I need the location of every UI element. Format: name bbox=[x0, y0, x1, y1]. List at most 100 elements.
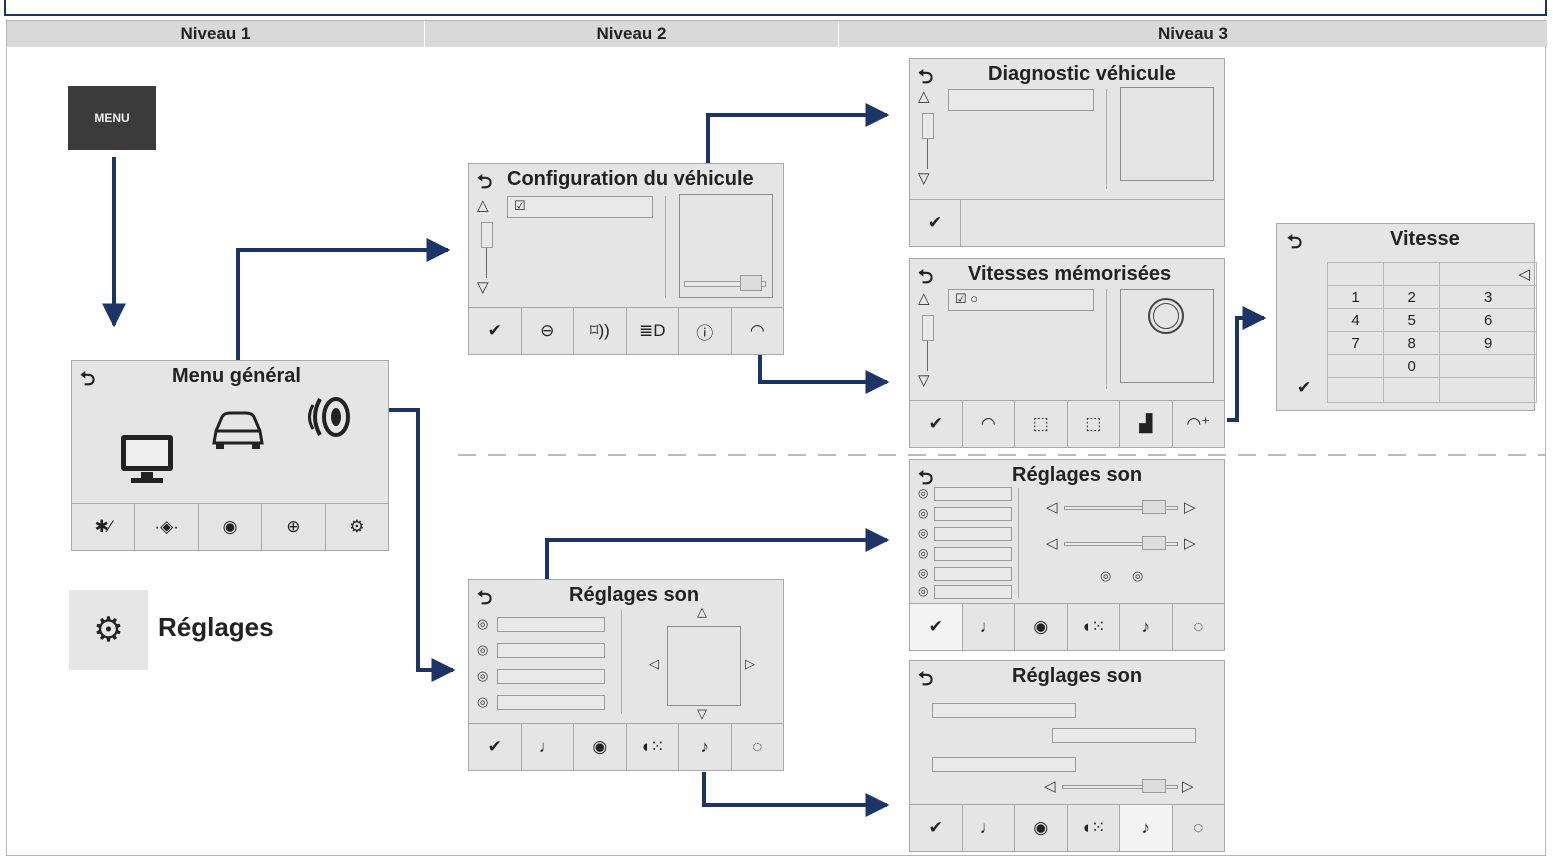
surround-icon[interactable]: ◖⁙ bbox=[1068, 805, 1120, 851]
checkmark-icon[interactable]: ✔ bbox=[910, 604, 963, 650]
list-item[interactable] bbox=[934, 547, 1012, 561]
scroll-thumb[interactable] bbox=[922, 315, 934, 341]
radio-icon[interactable]: ◉ bbox=[199, 504, 263, 550]
balance-up-icon[interactable]: △ bbox=[697, 604, 707, 619]
list-item[interactable] bbox=[934, 585, 1012, 599]
list-item[interactable] bbox=[497, 695, 605, 710]
slider-thumb[interactable] bbox=[1142, 779, 1166, 793]
steering-wheel-icon[interactable]: ⊖ bbox=[522, 308, 574, 354]
speedometer-icon[interactable]: ◠ bbox=[963, 401, 1015, 447]
scroll-up-icon[interactable]: △ bbox=[477, 197, 489, 214]
list-item[interactable] bbox=[934, 567, 1012, 581]
checkmark-icon[interactable]: ✔ bbox=[469, 724, 522, 770]
slider-right-icon[interactable]: ▷ bbox=[1184, 499, 1196, 516]
balance-down-icon[interactable]: ▽ bbox=[697, 706, 707, 721]
back-arrow-icon[interactable]: ⮌ bbox=[477, 172, 493, 193]
ambiance-saxophone-icon[interactable]: ♩ bbox=[522, 724, 574, 770]
web-globe-icon[interactable]: ⊕ bbox=[262, 504, 326, 550]
slider-track[interactable] bbox=[684, 281, 766, 287]
back-arrow-icon[interactable]: ⮌ bbox=[1287, 232, 1303, 253]
keypad-key[interactable]: 7 bbox=[1326, 331, 1385, 355]
checkmark-icon[interactable]: ✔ bbox=[469, 308, 522, 354]
keypad-key[interactable]: 8 bbox=[1383, 331, 1441, 355]
keypad-cell[interactable] bbox=[1326, 354, 1385, 378]
back-arrow-icon[interactable]: ⮌ bbox=[918, 669, 934, 690]
music-device-icon[interactable]: ♪ bbox=[679, 724, 732, 770]
keypad-key[interactable]: 1 bbox=[1326, 285, 1385, 309]
balance-right-icon[interactable]: ▷ bbox=[745, 656, 755, 671]
voice-icon[interactable]: ◌ bbox=[1193, 617, 1204, 636]
slider-right-icon[interactable]: ▷ bbox=[1182, 778, 1194, 795]
scroll-down-icon[interactable]: ▽ bbox=[918, 170, 930, 187]
slider-right-icon[interactable]: ▷ bbox=[1184, 535, 1196, 552]
slider-thumb[interactable] bbox=[1142, 536, 1166, 550]
key-remote-icon[interactable]: ⌑)) bbox=[574, 308, 627, 354]
scroll-thumb[interactable] bbox=[481, 222, 493, 248]
ambiance-saxophone-icon[interactable]: ♩ bbox=[963, 805, 1015, 851]
voice-icon[interactable]: ◌ bbox=[752, 737, 763, 756]
speed-delete-icon[interactable]: ⬚ bbox=[1068, 401, 1120, 447]
balance-left-icon[interactable]: ◁ bbox=[649, 656, 659, 671]
keypad-key[interactable]: 3 bbox=[1439, 285, 1537, 309]
checkbox-icon[interactable]: ☑ bbox=[514, 198, 526, 213]
keypad-key[interactable]: 6 bbox=[1439, 308, 1537, 332]
ambiance-saxophone-icon[interactable]: ♩ bbox=[963, 604, 1015, 650]
slider-left-icon[interactable]: ◁ bbox=[1046, 535, 1058, 552]
slider-left-icon[interactable]: ◁ bbox=[1046, 499, 1058, 516]
back-arrow-icon[interactable]: ⮌ bbox=[918, 468, 934, 489]
list-item[interactable] bbox=[497, 617, 605, 632]
surround-icon[interactable]: ◖⁙ bbox=[1068, 604, 1120, 650]
keypad-key[interactable]: 0 bbox=[1383, 354, 1441, 378]
back-arrow-icon[interactable]: ⮌ bbox=[477, 588, 493, 609]
loudness-icon[interactable]: ◉ bbox=[574, 724, 627, 770]
keypad-key[interactable]: 2 bbox=[1383, 285, 1441, 309]
keypad-key[interactable]: 5 bbox=[1383, 308, 1441, 332]
speedometer-add-icon[interactable]: ◠⁺ bbox=[1186, 414, 1211, 433]
headlight-icon[interactable]: ≣D bbox=[627, 308, 679, 354]
back-arrow-icon[interactable]: ⮌ bbox=[918, 67, 934, 88]
back-arrow-icon[interactable]: ⮌ bbox=[80, 369, 96, 390]
slider-track[interactable] bbox=[1064, 542, 1178, 546]
scroll-down-icon[interactable]: ▽ bbox=[918, 372, 930, 389]
list-item[interactable] bbox=[497, 669, 605, 684]
settings-gears-icon[interactable]: ⚙ bbox=[349, 517, 365, 536]
surround-icon[interactable]: ◖⁙ bbox=[627, 724, 679, 770]
voice-icon[interactable]: ◌ bbox=[1193, 818, 1204, 837]
menu-button[interactable]: MENU bbox=[68, 86, 156, 150]
navigation-icon[interactable]: ·◈· bbox=[135, 504, 199, 550]
bluetooth-phone-icon[interactable]: ✱⁄ bbox=[72, 504, 136, 550]
slider-thumb[interactable] bbox=[740, 275, 762, 291]
list-item[interactable] bbox=[1052, 728, 1196, 743]
option-icon[interactable]: ◎ bbox=[1100, 568, 1112, 583]
slider-thumb[interactable] bbox=[1142, 500, 1166, 514]
list-item[interactable] bbox=[932, 703, 1076, 718]
scroll-thumb[interactable] bbox=[922, 113, 934, 139]
speed-limit-icon[interactable]: ▟ bbox=[1120, 401, 1173, 447]
checkmark-icon[interactable]: ✔ bbox=[910, 200, 961, 246]
scroll-down-icon[interactable]: ▽ bbox=[477, 279, 489, 296]
option-icon[interactable]: ◎ bbox=[1132, 568, 1144, 583]
speedometer-icon[interactable]: ◠ bbox=[749, 321, 765, 340]
list-item[interactable] bbox=[948, 89, 1094, 111]
checkmark-icon[interactable]: ✔ bbox=[1297, 378, 1312, 397]
back-arrow-icon[interactable]: ⮌ bbox=[918, 267, 934, 288]
keypad-cell[interactable] bbox=[1326, 262, 1385, 286]
slider-left-icon[interactable]: ◁ bbox=[1044, 778, 1056, 795]
balance-area[interactable] bbox=[667, 626, 741, 706]
list-item[interactable]: ☑ bbox=[507, 196, 653, 218]
checkmark-icon[interactable]: ✔ bbox=[910, 401, 963, 447]
scroll-up-icon[interactable]: △ bbox=[918, 290, 930, 307]
music-device-icon[interactable]: ♪ bbox=[1120, 805, 1173, 851]
keypad-cell[interactable] bbox=[1439, 354, 1537, 378]
checkmark-icon[interactable]: ✔ bbox=[910, 805, 963, 851]
loudness-icon[interactable]: ◉ bbox=[1015, 604, 1068, 650]
speed-memory-icon[interactable]: ⬚ bbox=[1015, 401, 1068, 447]
keypad-key[interactable]: 9 bbox=[1439, 331, 1537, 355]
slider-track[interactable] bbox=[1064, 506, 1178, 510]
list-item[interactable] bbox=[497, 643, 605, 658]
slider-track[interactable] bbox=[1062, 785, 1178, 789]
keypad-backspace[interactable]: ◁ bbox=[1439, 262, 1537, 286]
scroll-up-icon[interactable]: △ bbox=[918, 88, 930, 105]
loudness-icon[interactable]: ◉ bbox=[1015, 805, 1068, 851]
list-item[interactable] bbox=[934, 527, 1012, 541]
